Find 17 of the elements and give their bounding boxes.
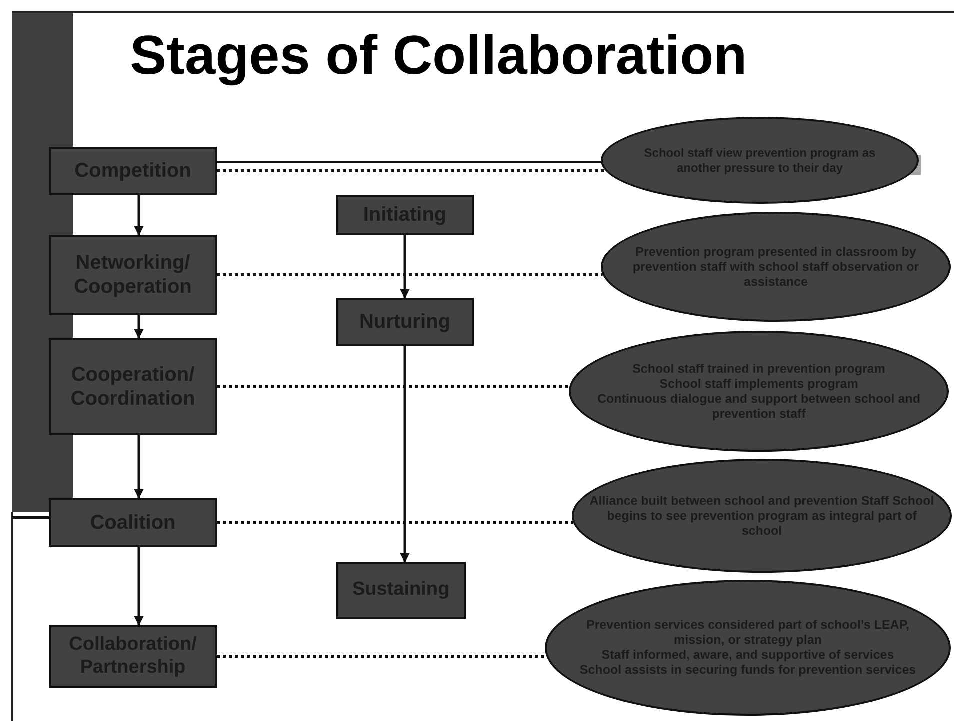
stage-box (336, 298, 474, 346)
stage-box (49, 147, 217, 195)
arrow (134, 315, 144, 339)
stage-box (336, 195, 474, 235)
dotted-connector (217, 655, 547, 658)
stage-box (336, 562, 466, 619)
arrow (134, 435, 144, 499)
arrow (134, 195, 144, 236)
stage-box (49, 235, 217, 315)
stage-box (49, 338, 217, 435)
arrow (400, 235, 410, 299)
arrow (400, 346, 410, 563)
arrow (134, 547, 144, 626)
stage-box (49, 625, 217, 688)
stage-box (49, 498, 217, 547)
dotted-connector (217, 385, 570, 388)
dotted-connector (217, 521, 574, 524)
